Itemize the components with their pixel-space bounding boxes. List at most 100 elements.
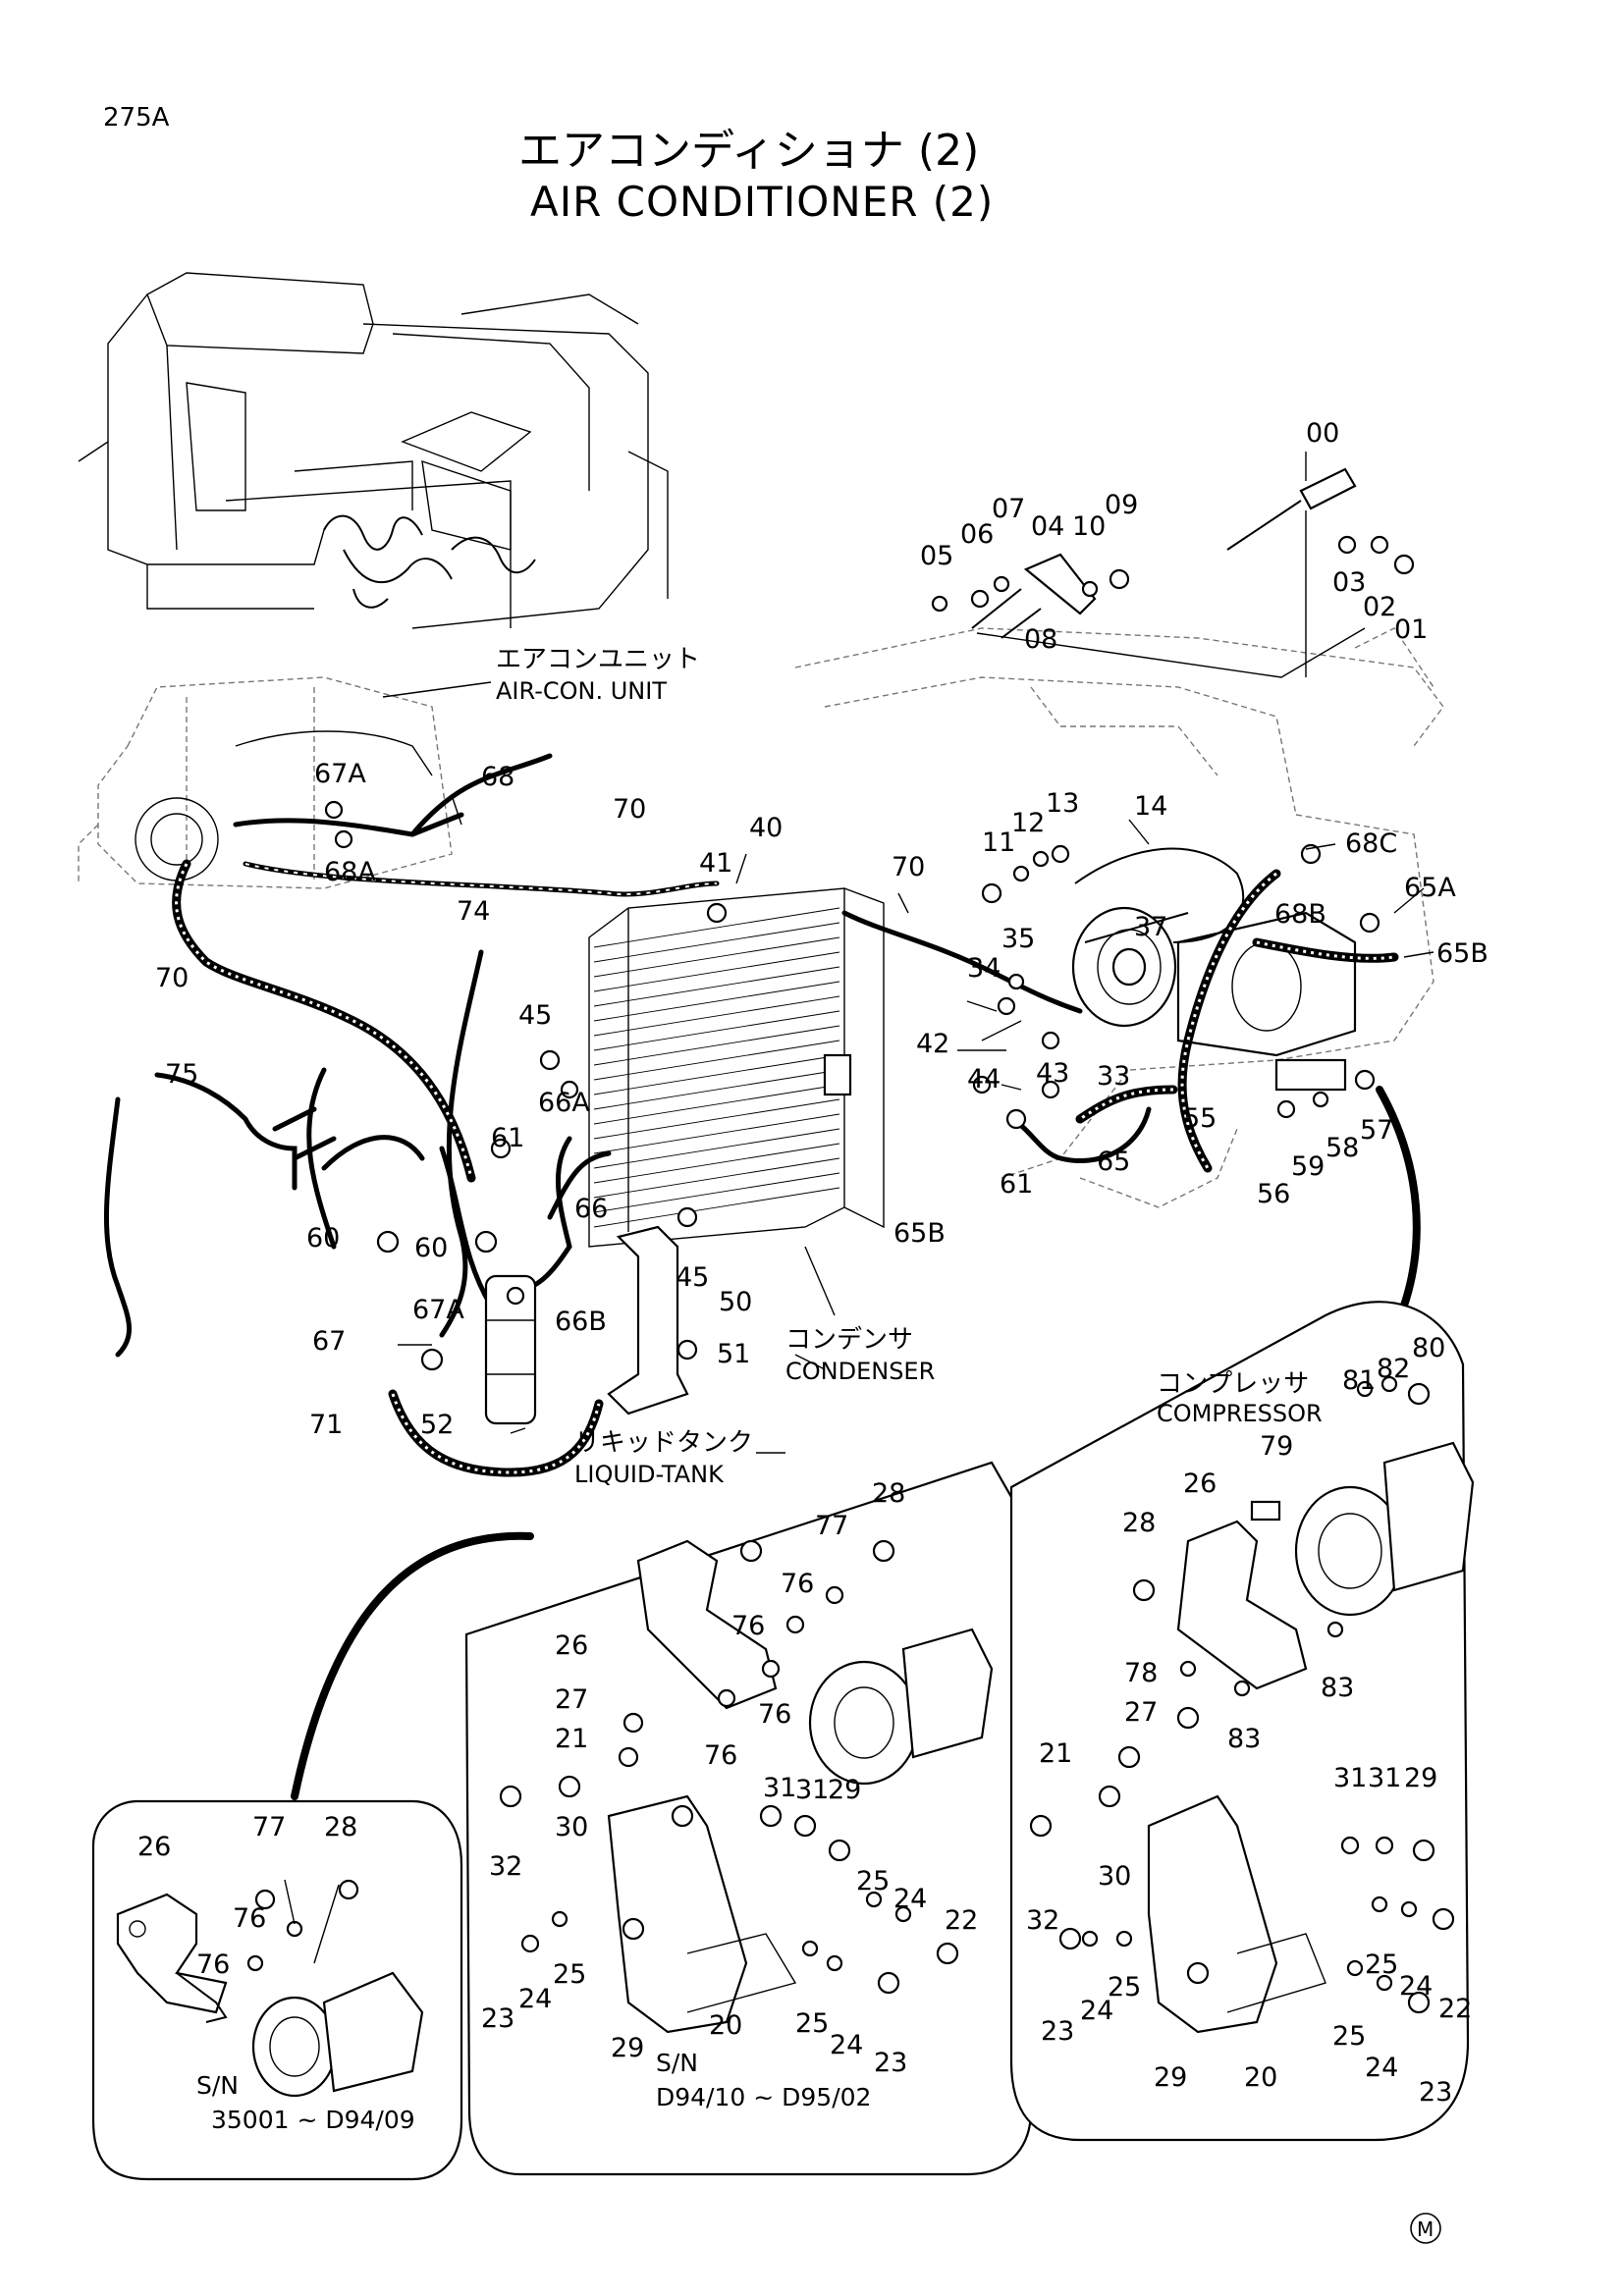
part-label: 57 (1360, 1115, 1393, 1146)
part-label: 25 (1108, 1972, 1141, 2002)
part-label: 71 (309, 1410, 343, 1440)
part-label: 58 (1325, 1133, 1359, 1163)
part-label: 29 (611, 2033, 644, 2063)
m-mark: M (1410, 2213, 1441, 2244)
part-labels-right-detail: 80 82 81 79 26 28 78 83 27 83 21 31 31 2… (1026, 1333, 1472, 2108)
part-label: 08 (1024, 624, 1057, 655)
part-label: 56 (1257, 1179, 1290, 1209)
part-label: 24 (830, 2030, 863, 2060)
part-label: 26 (1183, 1468, 1217, 1499)
part-label: 28 (324, 1812, 357, 1842)
part-label: 34 (967, 953, 1001, 984)
part-label: 20 (1244, 2062, 1277, 2093)
part-label: 78 (1124, 1658, 1158, 1688)
part-label: 65 (1097, 1147, 1130, 1177)
part-label: 00 (1306, 418, 1339, 449)
part-label: 24 (1399, 1971, 1433, 2002)
part-labels-main: 00 05 06 07 04 10 09 08 03 02 01 67A 68 … (155, 418, 1488, 1440)
part-label: 60 (414, 1233, 448, 1263)
part-label: 37 (1134, 912, 1167, 942)
part-label: 70 (613, 794, 646, 825)
part-label: 68C (1345, 828, 1397, 859)
part-label: 26 (137, 1832, 171, 1862)
part-label: 23 (481, 2003, 514, 2034)
part-label: 68B (1274, 899, 1326, 930)
part-label: 03 (1332, 567, 1366, 598)
part-label: 24 (1080, 1996, 1113, 2026)
part-label: 68A (324, 857, 376, 887)
callout-condenser-jp: コンデンサ (785, 1325, 913, 1355)
part-label: 45 (676, 1262, 709, 1293)
part-label: 29 (1154, 2062, 1187, 2093)
part-label: 28 (1122, 1508, 1156, 1538)
part-label: 01 (1394, 614, 1428, 645)
part-label: 23 (874, 2048, 907, 2078)
part-label: 24 (1365, 2053, 1398, 2083)
corrugated-hoses (172, 859, 1399, 1477)
part-label: 70 (155, 963, 189, 993)
part-label: 11 (982, 828, 1015, 858)
callout-liquid-tank-en: LIQUID-TANK (574, 1461, 725, 1488)
part-label: 66B (555, 1307, 607, 1337)
part-label: 31 (1333, 1763, 1367, 1793)
fasteners (324, 535, 1415, 1371)
m-mark-letter: M (1417, 2217, 1434, 2241)
part-label: 02 (1363, 592, 1396, 622)
part-label: 77 (815, 1511, 848, 1541)
air-con-unit-outline (78, 676, 453, 889)
part-label: 82 (1377, 1354, 1410, 1384)
part-label: 25 (856, 1866, 890, 1896)
part-label: 27 (1124, 1697, 1158, 1728)
detail-right-drawing (1029, 1375, 1475, 2034)
part-label: 67A (412, 1295, 464, 1325)
part-label: 79 (1260, 1431, 1293, 1462)
part-label: 67 (312, 1326, 346, 1357)
part-label: 27 (555, 1684, 588, 1715)
part-label: 77 (252, 1812, 286, 1842)
part-label: 59 (1291, 1151, 1325, 1182)
part-label: 51 (717, 1339, 750, 1369)
part-label: 25 (1332, 2021, 1366, 2052)
part-label: 67A (314, 759, 366, 789)
serial-middle-range: D94/10 ~ D95/02 (656, 2083, 871, 2111)
callout-condenser-en: CONDENSER (785, 1358, 935, 1385)
part-label: 26 (555, 1630, 588, 1661)
part-label: 24 (893, 1884, 927, 1914)
part-label: 76 (781, 1569, 814, 1599)
detail-left-drawing (116, 1879, 424, 2098)
page-code: 275A (103, 103, 170, 133)
part-label: 31 (1368, 1763, 1401, 1793)
liquid-tank (484, 1225, 689, 1425)
callout-air-con-unit-jp: エアコンユニット (496, 645, 700, 674)
part-label: 70 (892, 852, 925, 882)
part-label: 66A (538, 1088, 590, 1118)
title-japanese: エアコンディショナ (2) (518, 126, 979, 176)
serial-left-prefix: S/N (196, 2071, 239, 2100)
part-label: 83 (1227, 1724, 1261, 1754)
detail-box-left (91, 1799, 463, 2181)
part-label: 76 (704, 1740, 737, 1771)
title-english: AIR CONDITIONER (2) (530, 178, 994, 226)
callout-compressor-en: COMPRESSOR (1157, 1400, 1323, 1427)
part-label: 13 (1046, 788, 1079, 819)
part-label: 68 (481, 762, 514, 792)
part-label: 60 (306, 1223, 340, 1254)
part-label: 32 (489, 1851, 522, 1882)
part-label: 14 (1134, 791, 1167, 822)
part-label: 81 (1342, 1365, 1376, 1396)
part-label: 24 (518, 1984, 552, 2014)
top-bracket-parts (971, 467, 1366, 678)
part-label: 23 (1419, 2077, 1452, 2108)
refrigerant-hoses (103, 753, 1152, 1358)
part-label: 20 (709, 2010, 742, 2041)
callout-compressor-jp: コンプレッサ (1157, 1369, 1309, 1399)
part-label: 76 (758, 1699, 791, 1730)
part-label: 12 (1011, 808, 1045, 838)
part-label: 52 (420, 1410, 454, 1440)
part-label: 29 (1404, 1763, 1437, 1793)
part-label: 50 (719, 1287, 752, 1317)
part-label: 30 (1098, 1861, 1131, 1892)
detail-box-middle (464, 1461, 1033, 2176)
part-label: 76 (196, 1949, 230, 1980)
